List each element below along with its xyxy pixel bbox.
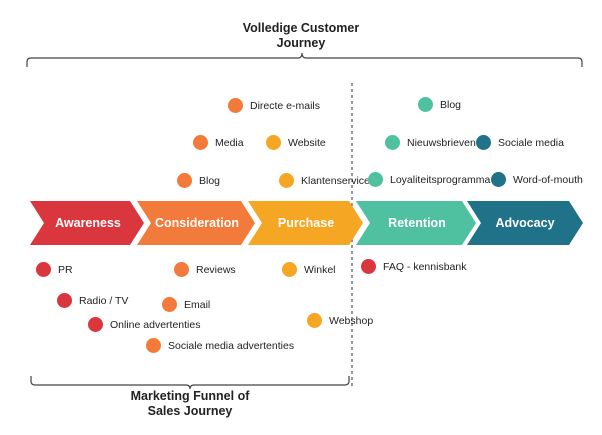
touchpoint-dot [88,317,103,332]
touchpoint-label: Website [288,136,326,149]
touchpoint-label: Reviews [196,263,236,276]
touchpoint-dot [368,172,383,187]
stage-purchase-shape [248,201,363,245]
touchpoint-dot [418,97,433,112]
stage-consideration-label: Consideration [155,216,239,230]
touchpoint-label: Online advertenties [110,318,201,331]
touchpoint-pr: PR [36,262,73,277]
touchpoint-radio-tv: Radio / TV [57,293,128,308]
touchpoint-dot [174,262,189,277]
touchpoint-email: Email [162,297,210,312]
stage-purchase: Purchase [248,201,363,245]
stage-awareness-label: Awareness [55,216,121,230]
stage-consideration-shape [137,201,255,245]
touchpoint-label: Directe e-mails [250,99,321,112]
touchpoint-dot [36,262,51,277]
touchpoint-dot [162,297,177,312]
top-title-line2: Journey [276,36,326,50]
stage-retention-label: Retention [388,216,446,230]
touchpoint-blog-retention: Blog [418,97,461,112]
touchpoint-dot [307,313,322,328]
touchpoint-faq-kennisbank: FAQ - kennisbank [361,259,466,274]
bottom-title-line1: Marketing Funnel of [130,389,250,403]
touchpoint-label: Sociale media [498,136,564,149]
top-brace [26,52,583,67]
stage-retention: Retention [356,201,476,245]
touchpoint-online-advertenties: Online advertenties [88,317,200,332]
touchpoint-label: Klantenservice [301,174,370,187]
bottom-brace [30,376,350,390]
touchpoint-label: Nieuwsbrieven [407,136,476,149]
stage-retention-shape [356,201,476,245]
touchpoint-label: Email [184,298,211,311]
touchpoint-label: PR [58,263,73,276]
touchpoint-dot [193,135,208,150]
touchpoint-label: Sociale media advertenties [168,339,295,352]
touchpoint-sociale-media: Sociale media [476,135,564,150]
touchpoint-website: Website [266,135,326,150]
touchpoint-blog-consideration: Blog [177,173,220,188]
touchpoint-directe-e-mails: Directe e-mails [228,98,320,113]
touchpoint-sociale-media-advertenties: Sociale media advertenties [146,338,294,353]
touchpoint-nieuwsbrieven: Nieuwsbrieven [385,135,476,150]
touchpoint-dot [177,173,192,188]
touchpoint-label: Blog [440,98,462,111]
touchpoint-label: Winkel [304,263,336,276]
bottom-title-line2: Sales Journey [147,404,233,418]
touchpoint-label: Webshop [329,314,374,327]
touchpoint-label: Word-of-mouth [513,173,583,186]
touchpoint-word-of-mouth: Word-of-mouth [491,172,583,187]
touchpoint-dot [279,173,294,188]
touchpoint-dot [228,98,243,113]
touchpoint-dot [385,135,400,150]
touchpoint-webshop: Webshop [307,313,373,328]
stage-awareness-shape [30,201,144,245]
touchpoint-media: Media [193,135,244,150]
bottom-title: Marketing Funnel of Sales Journey [90,389,290,419]
touchpoint-dot [361,259,376,274]
stage-awareness: Awareness [30,201,144,245]
stage-advocacy-label: Advocacy [495,216,554,230]
touchpoint-loyaliteitsprogramma: Loyaliteitsprogramma [368,172,490,187]
top-title: Volledige Customer Journey [201,21,401,51]
touchpoint-label: Media [215,136,244,149]
stage-advocacy-shape [467,201,583,245]
touchpoint-label: Loyaliteitsprogramma [390,173,491,186]
touchpoint-label: Blog [199,174,221,187]
touchpoint-dot [476,135,491,150]
touchpoint-label: Radio / TV [79,294,129,307]
touchpoint-dot [266,135,281,150]
stage-purchase-label: Purchase [278,216,334,230]
touchpoint-winkel: Winkel [282,262,336,277]
touchpoint-dot [57,293,72,308]
touchpoint-label: FAQ - kennisbank [383,260,467,273]
touchpoint-klantenservice: Klantenservice [279,173,370,188]
touchpoint-dot [491,172,506,187]
touchpoint-dot [146,338,161,353]
stage-advocacy: Advocacy [467,201,583,245]
stage-consideration: Consideration [137,201,255,245]
top-title-line1: Volledige Customer [242,21,360,35]
touchpoint-dot [282,262,297,277]
touchpoint-reviews: Reviews [174,262,236,277]
